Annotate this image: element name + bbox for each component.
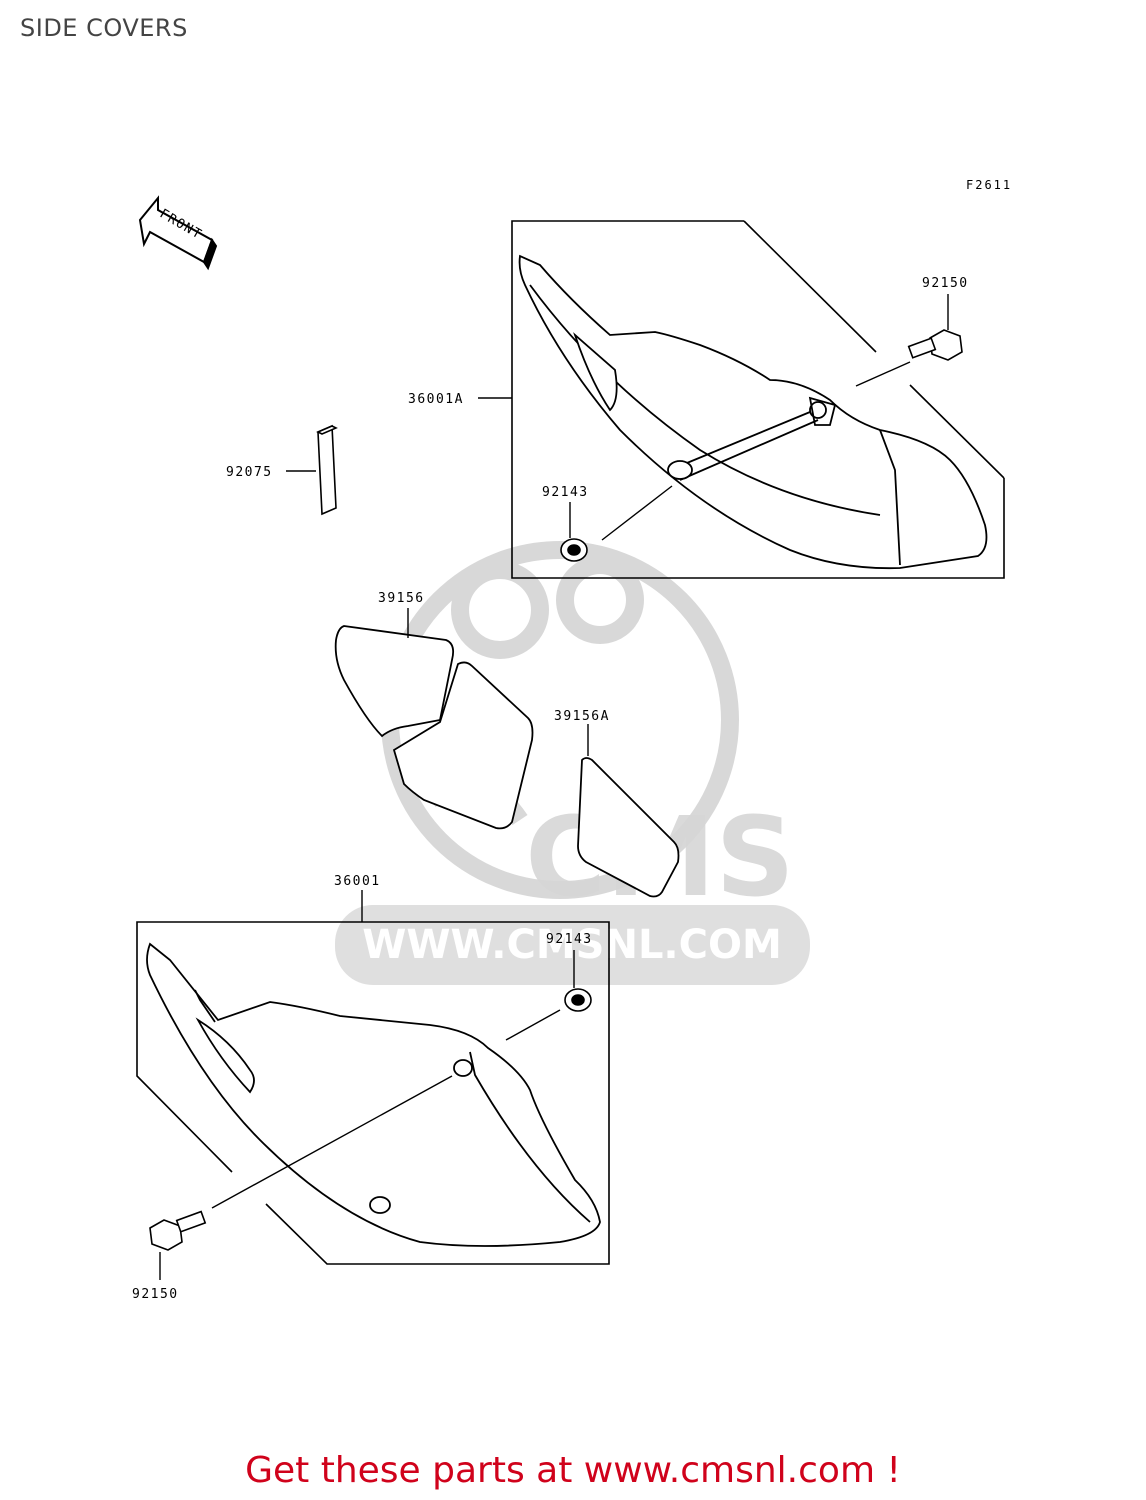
decal-39156A-shape	[577, 757, 680, 898]
label-92150-upper: 92150	[922, 276, 969, 291]
bolt-lower-axis	[211, 1075, 453, 1209]
upper-cover-box	[511, 220, 1005, 579]
figure-code: F2611	[966, 178, 1013, 192]
label-92075: 92075	[226, 465, 273, 480]
lower-cover-box	[136, 921, 610, 1265]
grommet-lower-axis	[505, 1009, 561, 1041]
footer-link[interactable]: Get these parts at www.cmsnl.com !	[245, 1450, 901, 1491]
bolt-lower-shape	[149, 1210, 207, 1251]
pad-92075-shape	[316, 424, 338, 516]
label-92143-lower: 92143	[546, 932, 593, 947]
decal-39156-shape	[334, 625, 534, 830]
side-cover-left-shape	[146, 942, 601, 1247]
side-cover-right-shape	[518, 254, 988, 570]
label-92150-lower: 92150	[132, 1287, 179, 1302]
grommet-upper-shape	[560, 538, 588, 562]
watermark-banner	[335, 905, 810, 985]
label-36001A: 36001A	[408, 392, 464, 407]
bolt-upper-axis	[855, 361, 911, 387]
grommet-upper-axis	[601, 485, 673, 541]
label-39156A: 39156A	[554, 709, 610, 724]
page-title: SIDE COVERS	[20, 14, 188, 42]
grommet-lower-shape	[564, 988, 592, 1012]
label-39156: 39156	[378, 591, 425, 606]
label-92143-upper: 92143	[542, 485, 589, 500]
parts-diagram: CMS WWW.CMSNL.COM FRONT 92150 36001A	[132, 195, 1005, 1302]
bolt-upper-shape	[907, 329, 963, 361]
label-36001: 36001	[334, 874, 381, 889]
watermark-url: WWW.CMSNL.COM	[362, 922, 782, 968]
front-arrow	[138, 195, 218, 271]
